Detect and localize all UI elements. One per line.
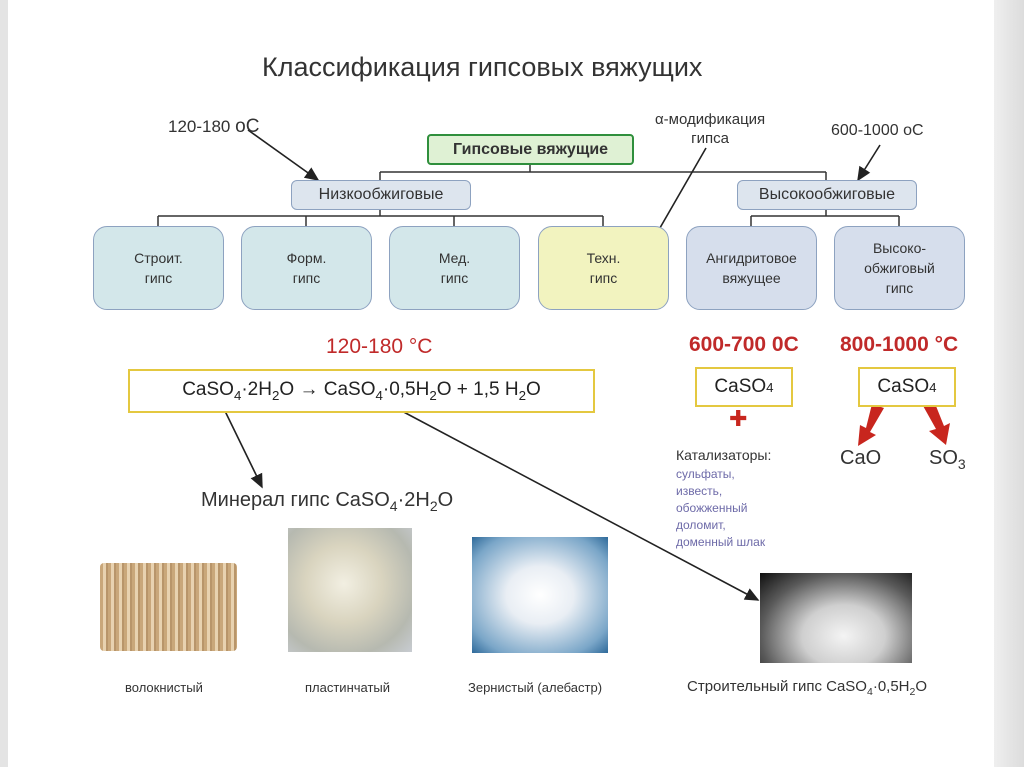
catalyst-item: доменный шлак [676,535,766,549]
leaf-anhydrite-binder: Ангидритовое вяжущее [686,226,817,310]
product-cao: CaO [840,447,882,469]
arrow-temp-low [247,129,320,181]
fibrous-gypsum-image [100,563,237,651]
leaf-molding-gypsum: Форм. гипс [241,226,372,310]
catalyst-item: доломит, [676,518,726,532]
arrow-to-mineral [223,408,263,489]
low-temp-label: 120-180 °С [326,335,433,358]
catalysts-title: Катализаторы: [676,447,772,463]
root-gypsum-binders: Гипсовые вяжущие [427,134,634,165]
catalyst-item: обожженный [676,501,748,515]
hydration-equation: CaSO4·2H2O → CaSO4·0,5H2O + 1,5 H2O [128,369,595,413]
mid-temp-label: 600-700 0С [689,333,799,356]
leaf-technical-gypsum: Техн. гипс [538,226,669,310]
arrow-so3 [922,401,950,445]
plus-icon: ✚ [729,406,748,431]
arrow-to-building-gypsum [397,408,760,601]
building-gypsum-powder-image [760,573,912,663]
caption-lamellar: пластинчатый [305,680,391,695]
slide-frame-left [0,0,8,767]
slide-frame-right [994,0,1024,767]
granular-gypsum-image [472,537,608,653]
temp-annotation-low: 120-180 оC [168,116,260,137]
low-fired-group: Низкообжиговые [291,180,471,210]
alpha-modification-note: α-модификация гипса [655,111,766,147]
catalyst-item: известь, [676,484,723,498]
arrow-temp-high [857,144,881,182]
high-fired-group: Высокообжиговые [737,180,917,210]
leaf-building-gypsum: Строит. гипс [93,226,224,310]
caption-fibrous: волокнистый [125,680,203,695]
catalyst-item: сульфаты, [676,467,735,481]
lamellar-gypsum-image [288,528,412,652]
leaf-high-fired-gypsum: Высоко- обжиговый гипс [834,226,965,310]
caption-building-gypsum: Строительный гипс CaSO4·0,5H2O [687,678,928,698]
temp-annotation-high: 600-1000 оC [831,122,924,139]
catalysts-list: Катализаторы: сульфаты, известь, обожжен… [676,447,771,551]
arrow-cao [858,404,884,446]
caption-granular: Зернистый (алебастр) [468,680,603,695]
mineral-gypsum-label: Минерал гипс CaSO4·2H2O [201,489,454,514]
product-so3: SO3 [929,447,966,472]
high-temp-label: 800-1000 °С [840,333,959,356]
slide-title: Классификация гипсовых вяжущих [262,52,703,82]
leaf-medical-gypsum: Мед. гипс [389,226,520,310]
